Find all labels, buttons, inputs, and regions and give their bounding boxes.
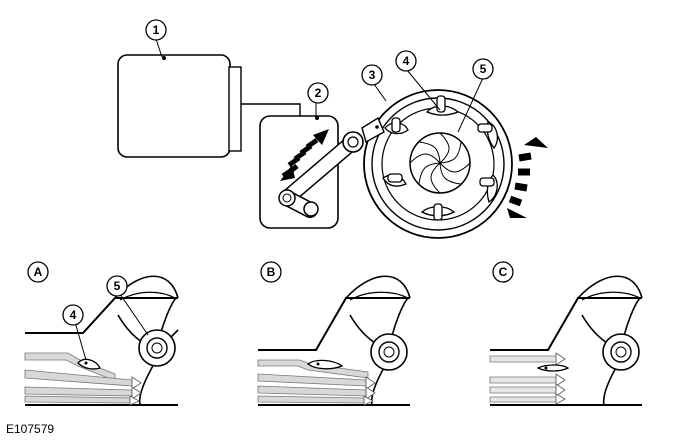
callout-2: 2	[307, 82, 329, 104]
callout-1: 1	[145, 19, 167, 41]
svg-text:3: 3	[369, 68, 376, 82]
callout-5: 5	[472, 58, 494, 80]
flap-blades	[382, 95, 499, 221]
motor-link-line	[241, 103, 301, 117]
crank-arm	[278, 131, 364, 218]
rotation-arrow	[507, 137, 548, 218]
panel-c-label: C	[492, 261, 514, 283]
svg-text:5: 5	[480, 62, 487, 76]
panel-b: B	[257, 261, 411, 406]
panel-b-label: B	[260, 261, 282, 283]
svg-text:1: 1	[153, 23, 160, 37]
linear-motion-arrow	[280, 129, 329, 181]
callout-4: 4	[395, 50, 417, 72]
svg-text:A: A	[34, 265, 43, 279]
svg-text:4: 4	[403, 54, 410, 68]
panel-a: A 4 5	[24, 261, 179, 406]
svg-text:5: 5	[114, 279, 121, 293]
motor-housing	[117, 54, 242, 158]
svg-text:4: 4	[70, 308, 77, 322]
panel-a-callout-4: 4	[62, 304, 84, 326]
panel-a-callout-5: 5	[106, 275, 128, 297]
iris-center	[409, 132, 471, 194]
svg-text:2: 2	[315, 86, 322, 100]
panel-c: C	[489, 261, 643, 406]
svg-text:B: B	[267, 265, 276, 279]
panel-a-label: A	[27, 261, 49, 283]
callout-3: 3	[361, 64, 383, 86]
callout-leaders	[155, 38, 484, 133]
figure-id: E107579	[6, 422, 55, 436]
svg-text:C: C	[499, 265, 508, 279]
